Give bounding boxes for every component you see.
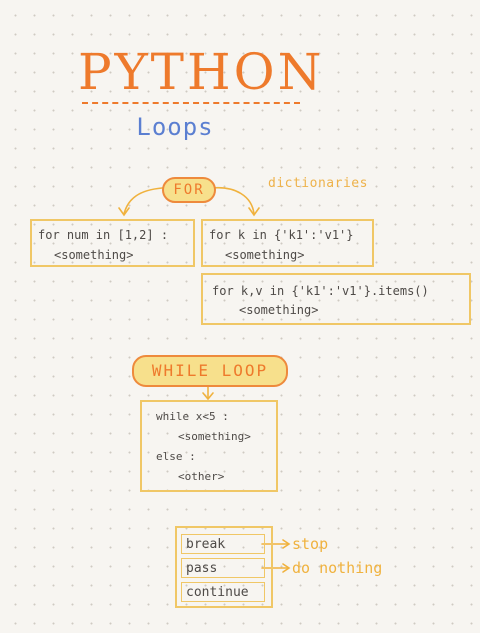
keyword-continue: continue [181,582,265,602]
arrow-for-to-dict-head [248,207,260,217]
break-note: stop [292,535,329,553]
keyword-pass: pass [181,558,265,578]
arrow-for-to-dict [211,187,255,215]
for-dict-line2: <something> [225,248,305,262]
while-line-3: else : [156,450,196,463]
arrow-pass-to-do-nothing-head [282,563,291,573]
title-underline [82,102,300,104]
pass-note: do nothing [292,559,383,577]
keywords-box: break pass continue [175,526,273,608]
for-list-box: for num in [1,2] : <something> [30,219,195,267]
for-dict-box: for k in {'k1':'v1'} <something> [201,219,374,267]
page-subtitle: Loops [136,113,214,141]
while-box: while x<5 : <something> else : <other> [140,400,278,492]
arrow-while-to-box-head [202,392,214,401]
while-line-4: <other> [178,470,225,483]
for-list-line2: <something> [54,248,134,262]
page-title: PYTHON [78,43,325,101]
for-items-line1: for k,v in {'k1':'v1'}.items() [212,284,429,298]
while-line-1: while x<5 : [156,410,229,423]
while-loop-label: WHILE LOOP [132,355,288,387]
for-items-box: for k,v in {'k1':'v1'}.items() <somethin… [201,273,471,325]
for-list-line1: for num in [1,2] : [38,228,169,242]
keyword-break: break [181,534,265,554]
dictionaries-note: dictionaries [268,176,368,191]
arrow-for-to-list-head [118,207,130,217]
for-label: FOR [162,177,216,203]
while-line-2: <something> [178,430,251,443]
for-dict-line1: for k in {'k1':'v1'} [209,228,354,242]
arrow-break-to-stop-head [282,539,291,549]
arrow-for-to-list [123,187,163,215]
for-items-line2: <something> [239,303,319,317]
